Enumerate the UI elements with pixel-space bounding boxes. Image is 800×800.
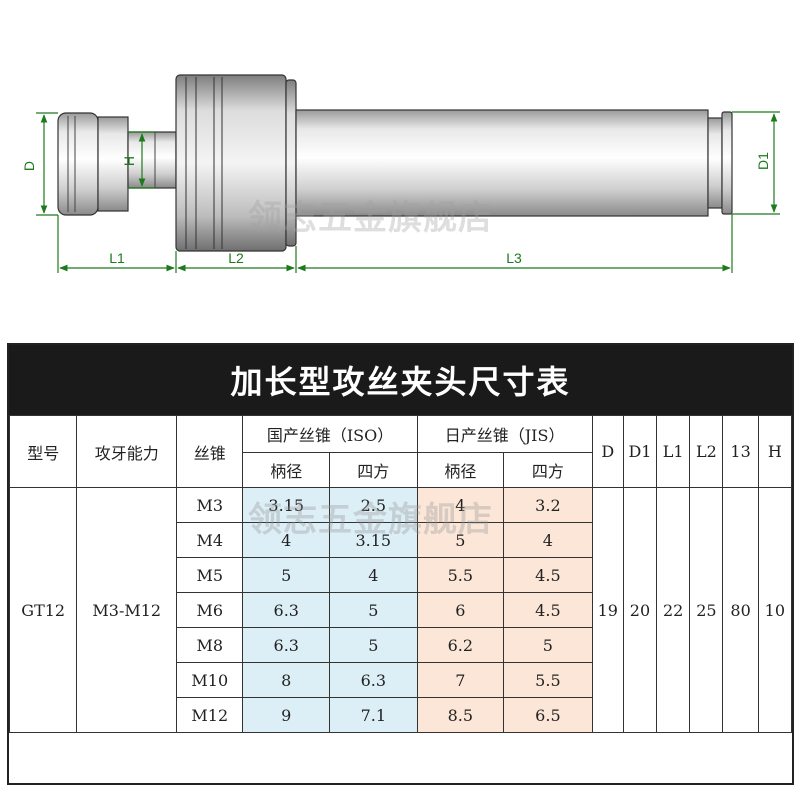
header-d1: D1 bbox=[622, 415, 658, 488]
cell-jis-shank: 7 bbox=[416, 662, 505, 698]
cell-iso-square: 3.15 bbox=[329, 522, 418, 558]
chuck-body bbox=[175, 74, 297, 252]
cell-iso-shank: 5 bbox=[242, 557, 331, 593]
cell-iso-square: 7.1 bbox=[329, 697, 418, 733]
cell-h: 10 bbox=[757, 487, 793, 733]
header-jis-shank: 柄径 bbox=[416, 452, 505, 488]
cell-l1: 22 bbox=[656, 487, 691, 733]
label-l2: L2 bbox=[228, 250, 244, 266]
header-jis-square: 四方 bbox=[503, 452, 593, 488]
header-d: D bbox=[591, 415, 624, 488]
cell-tap: M10 bbox=[176, 662, 244, 698]
cell-iso-shank: 6.3 bbox=[242, 627, 331, 663]
table-title: 加长型攻丝夹头尺寸表 bbox=[9, 345, 792, 415]
label-l1: L1 bbox=[109, 250, 125, 266]
cell-iso-shank: 8 bbox=[242, 662, 331, 698]
header-h: H bbox=[757, 415, 793, 488]
tap-holder-drawing: D H D1 L1 L2 L3 bbox=[21, 74, 780, 273]
shank-left bbox=[57, 112, 177, 216]
cell-tap: M3 bbox=[176, 487, 244, 523]
cell-jis-shank: 8.5 bbox=[416, 697, 505, 733]
table-row: M10 8 6.3 7 5.5 bbox=[10, 662, 792, 698]
cell-jis-square: 4.5 bbox=[503, 557, 593, 593]
cell-jis-square: 4 bbox=[503, 522, 593, 558]
cell-jis-shank: 4 bbox=[416, 487, 505, 523]
label-d: D bbox=[21, 161, 37, 171]
header-tap: 丝锥 bbox=[176, 415, 244, 488]
header-jis: 日产丝锥（JIS） bbox=[416, 415, 593, 453]
cell-jis-shank: 6.2 bbox=[416, 627, 505, 663]
cell-tap: M8 bbox=[176, 627, 244, 663]
cell-iso-square: 5 bbox=[329, 592, 418, 628]
shank-long bbox=[295, 109, 733, 217]
header-l3: 13 bbox=[722, 415, 759, 488]
cell-tap: M4 bbox=[176, 522, 244, 558]
header-l2: L2 bbox=[689, 415, 724, 488]
cell-capacity: M3-M12 bbox=[76, 487, 178, 733]
cell-jis-square: 4.5 bbox=[503, 592, 593, 628]
cell-jis-square: 5 bbox=[503, 627, 593, 663]
dimension-table: 型号 攻牙能力 丝锥 国产丝锥（ISO） 日产丝锥（JIS） D D1 L1 L… bbox=[8, 415, 793, 733]
header-capacity: 攻牙能力 bbox=[76, 415, 178, 488]
cell-tap: M5 bbox=[176, 557, 244, 593]
dimension-lines bbox=[36, 111, 780, 273]
cell-iso-square: 4 bbox=[329, 557, 418, 593]
label-d1: D1 bbox=[755, 152, 771, 170]
cell-d1: 20 bbox=[622, 487, 658, 733]
header-iso-shank: 柄径 bbox=[242, 452, 331, 488]
cell-jis-shank: 6 bbox=[416, 592, 505, 628]
label-h: H bbox=[121, 156, 137, 166]
cell-iso-shank: 9 bbox=[242, 697, 331, 733]
cell-tap: M6 bbox=[176, 592, 244, 628]
cell-iso-square: 6.3 bbox=[329, 662, 418, 698]
cell-l3: 80 bbox=[722, 487, 759, 733]
cell-tap: M12 bbox=[176, 697, 244, 733]
size-table: 加长型攻丝夹头尺寸表 型号 攻牙能力 丝锥 国产丝锥（ISO） 日产丝锥（JIS… bbox=[7, 343, 794, 785]
cell-jis-shank: 5 bbox=[416, 522, 505, 558]
table-row: M5 5 4 5.5 4.5 bbox=[10, 557, 792, 593]
cell-iso-shank: 3.15 bbox=[242, 487, 331, 523]
cell-iso-shank: 6.3 bbox=[242, 592, 331, 628]
header-iso-square: 四方 bbox=[329, 452, 418, 488]
header-model: 型号 bbox=[8, 415, 78, 488]
header-l1: L1 bbox=[656, 415, 691, 488]
table-row: M4 4 3.15 5 4 bbox=[10, 522, 792, 558]
cell-jis-shank: 5.5 bbox=[416, 557, 505, 593]
cell-jis-square: 5.5 bbox=[503, 662, 593, 698]
table-row: M6 6.3 5 6 4.5 bbox=[10, 592, 792, 628]
table-row: GT12 M3-M12 M3 3.15 2.5 4 3.2 19 20 22 2… bbox=[8, 487, 793, 733]
cell-iso-square: 5 bbox=[329, 627, 418, 663]
cell-l2: 25 bbox=[689, 487, 724, 733]
cell-model: GT12 bbox=[8, 487, 78, 733]
table-row: M12 9 7.1 8.5 6.5 bbox=[10, 697, 792, 733]
label-l3: L3 bbox=[506, 250, 522, 266]
cell-iso-square: 2.5 bbox=[329, 487, 418, 523]
cell-iso-shank: 4 bbox=[242, 522, 331, 558]
cell-jis-square: 3.2 bbox=[503, 487, 593, 523]
cell-d: 19 bbox=[591, 487, 624, 733]
header-iso: 国产丝锥（ISO） bbox=[242, 415, 418, 453]
cell-jis-square: 6.5 bbox=[503, 697, 593, 733]
